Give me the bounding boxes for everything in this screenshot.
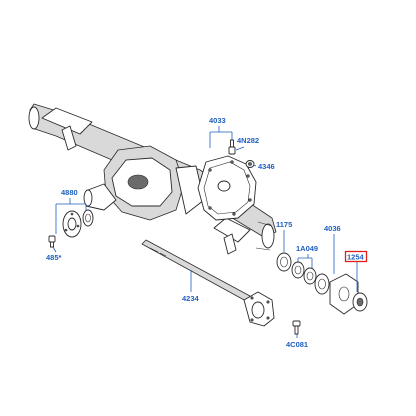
leader-lines [52, 126, 358, 338]
flange-bolt[interactable] [48, 235, 56, 248]
label-cover: 4033 [209, 116, 226, 125]
label-retainer: 4036 [324, 224, 341, 233]
pinion-flange[interactable] [62, 210, 82, 238]
differential-cover[interactable] [197, 155, 257, 221]
hub-seal[interactable] [352, 292, 368, 312]
inner-seal[interactable] [276, 252, 292, 272]
label-hub-seal: 1254 [347, 253, 365, 262]
label-cover-bolt: 4N282 [237, 136, 259, 145]
fill-plug[interactable] [245, 160, 255, 168]
label-axle-shaft: 4234 [182, 294, 200, 303]
label-flange-bolt: 485* [46, 253, 62, 262]
label-inner-seal: 1175 [276, 220, 292, 229]
highlight-box [344, 250, 368, 263]
axle-shaft[interactable] [141, 239, 275, 327]
backing-plate-gasket[interactable] [329, 273, 359, 315]
label-wheel-bolt: 4C081 [286, 340, 308, 349]
highlighted-part-callout[interactable]: 1254 [344, 250, 368, 263]
wheel-bolt[interactable] [292, 320, 301, 335]
label-fill-plug: 4346 [258, 162, 275, 171]
label-flange-kit: 4880 [61, 188, 78, 197]
cover-bolt[interactable] [228, 139, 236, 155]
label-bearing-set: 1A049 [296, 244, 318, 253]
bearing-set[interactable] [291, 261, 317, 285]
pinion-seal[interactable] [82, 209, 94, 227]
bearing-retainer[interactable] [314, 273, 330, 295]
